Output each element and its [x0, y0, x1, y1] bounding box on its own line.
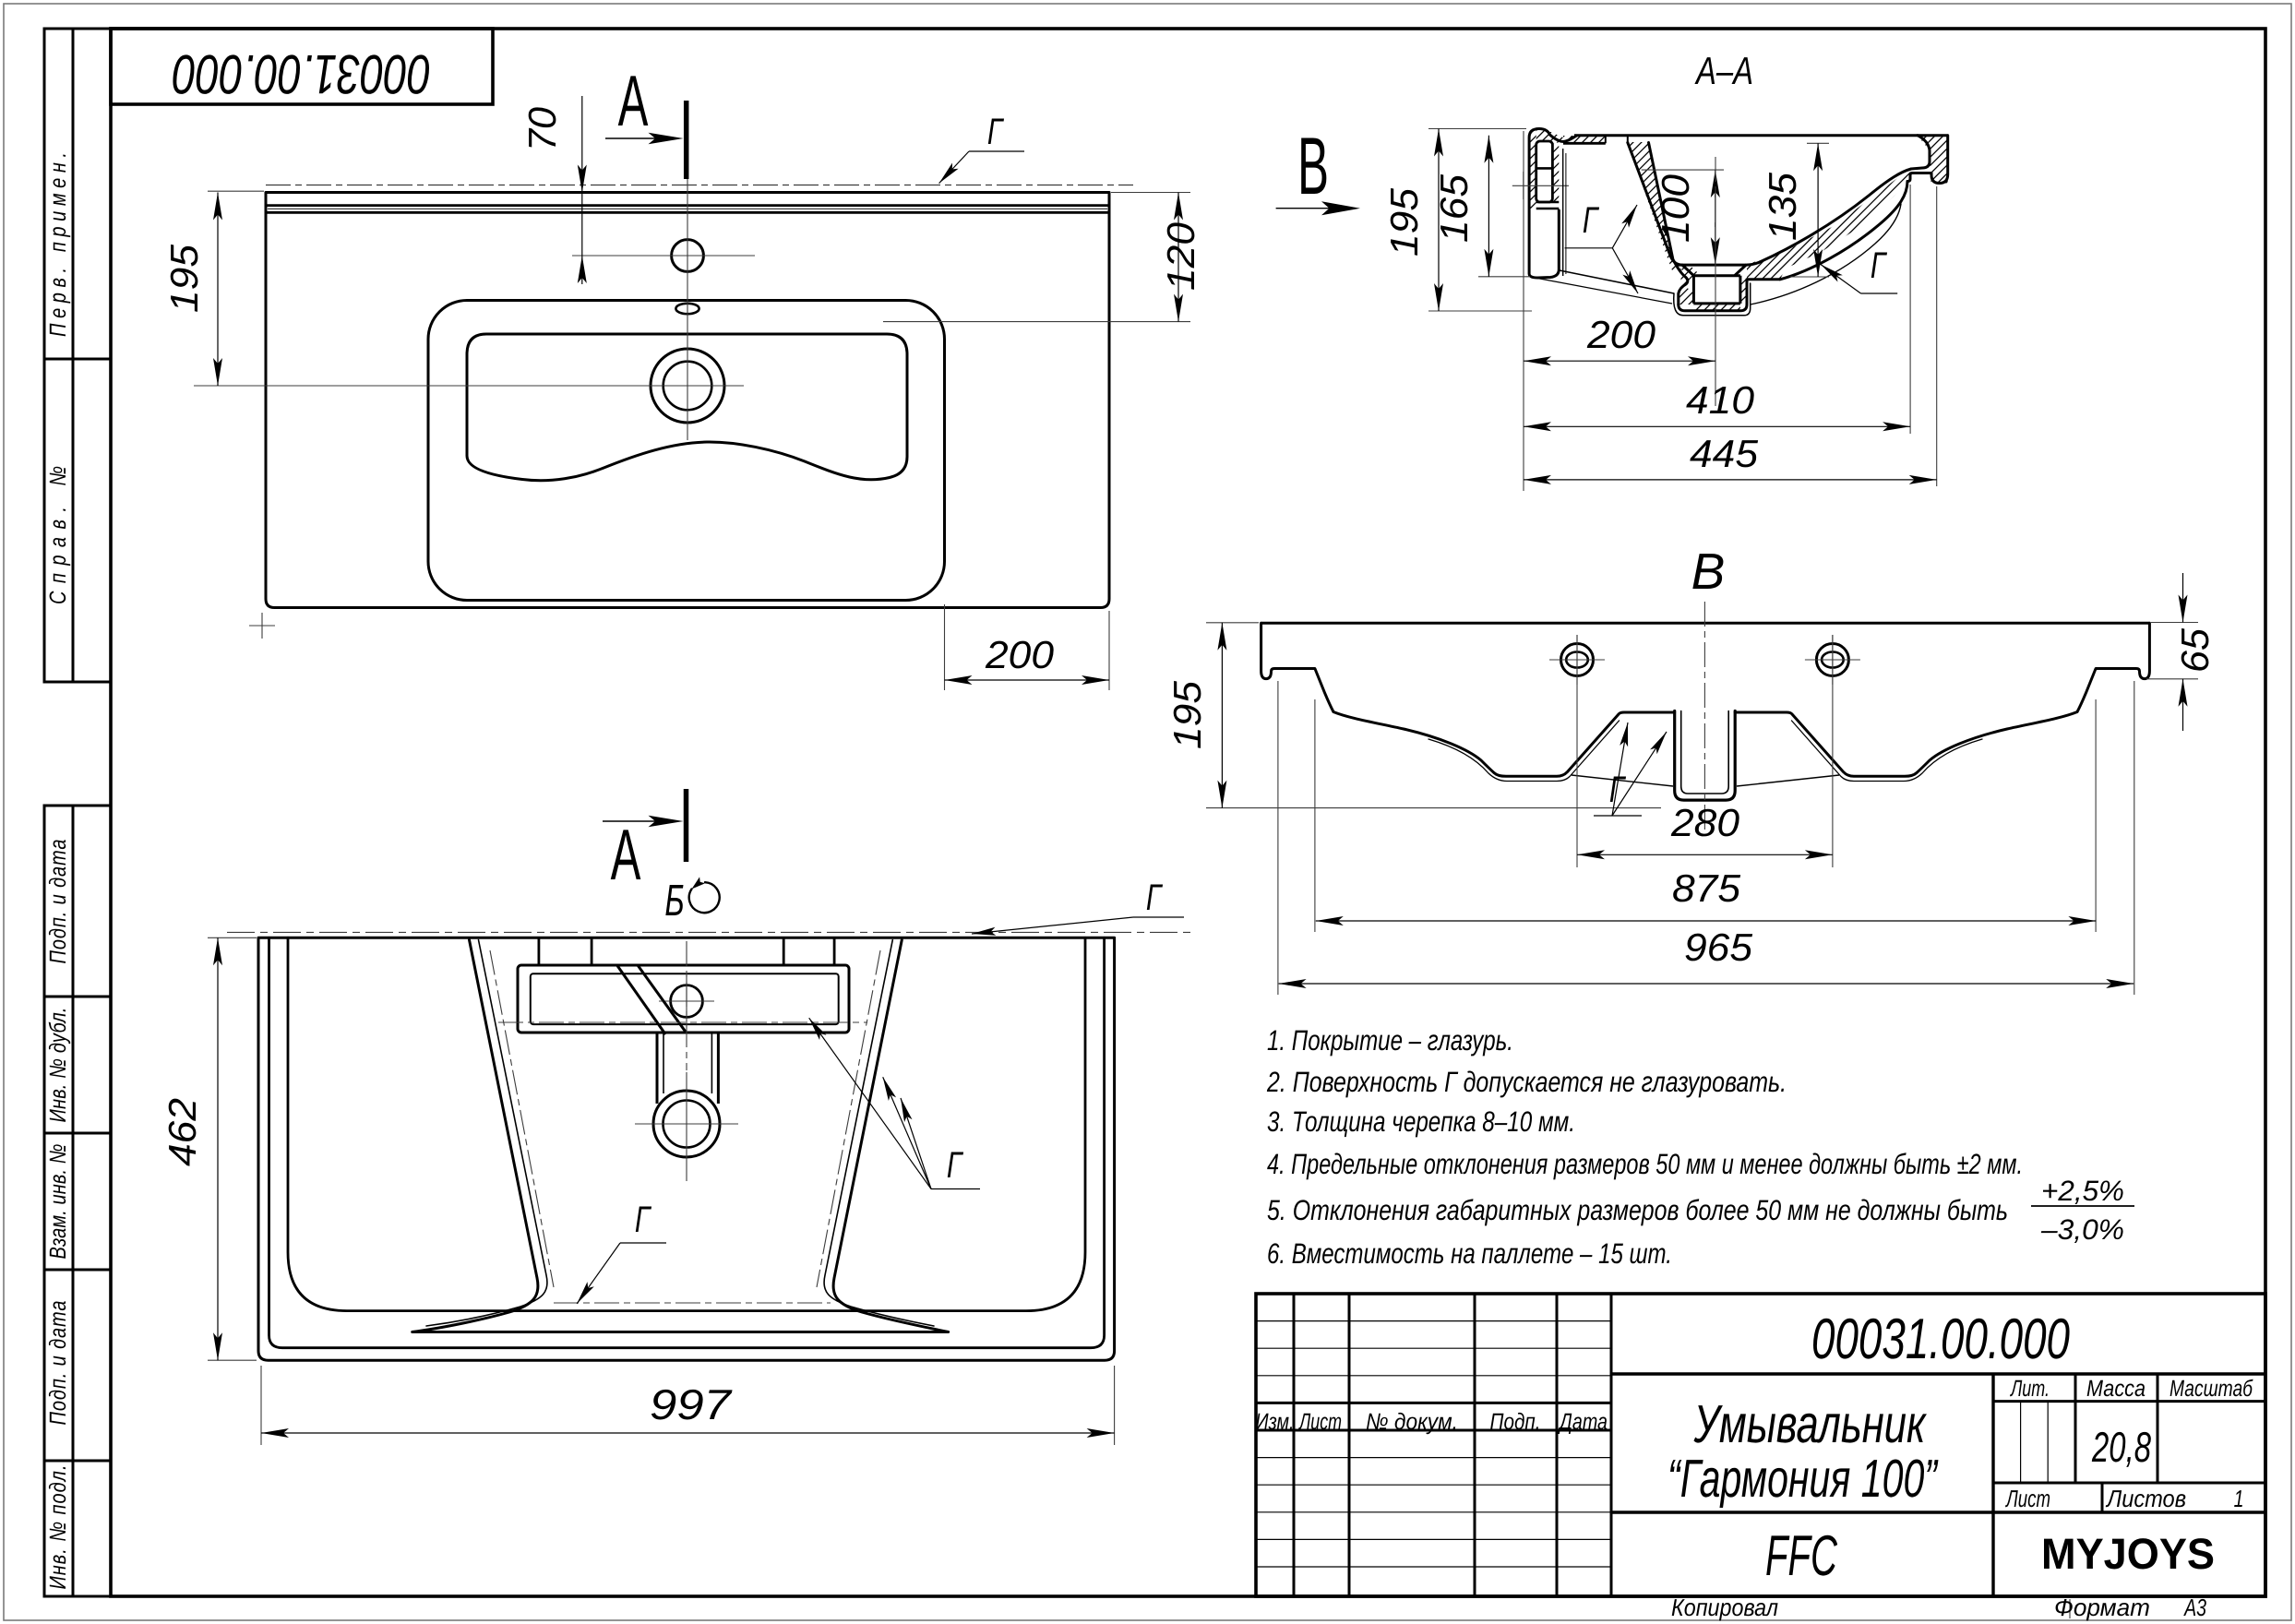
svg-text:120: 120 — [1159, 221, 1202, 291]
svg-text:Инв. № подл.: Инв. № подл. — [45, 1464, 71, 1589]
svg-text:Г: Г — [1146, 878, 1164, 918]
svg-text:997: 997 — [650, 1380, 733, 1428]
svg-text:280: 280 — [1670, 801, 1740, 844]
svg-text:Г: Г — [1609, 770, 1627, 810]
svg-text:Дата: Дата — [1558, 1409, 1608, 1435]
svg-text:Лист: Лист — [1298, 1409, 1342, 1435]
svg-text:200: 200 — [1586, 313, 1656, 356]
svg-text:65: 65 — [2173, 627, 2217, 673]
svg-text:445: 445 — [1690, 432, 1759, 475]
svg-text:–3,0%: –3,0% — [2040, 1213, 2124, 1246]
svg-text:1: 1 — [2234, 1485, 2244, 1512]
svg-text:200: 200 — [985, 633, 1055, 676]
svg-text:100: 100 — [1654, 173, 1697, 243]
svg-text:195: 195 — [1382, 187, 1426, 257]
svg-text:Изм.: Изм. — [1256, 1409, 1295, 1435]
svg-text:+2,5%: +2,5% — [2041, 1175, 2124, 1207]
svg-text:В: В — [1297, 120, 1329, 211]
svg-text:Масштаб: Масштаб — [2169, 1376, 2253, 1402]
svg-text:Листов: Листов — [2105, 1485, 2186, 1512]
svg-text:А3: А3 — [2183, 1594, 2207, 1621]
svg-text:FFC: FFC — [1765, 1524, 1838, 1588]
svg-text:Копировал: Копировал — [1671, 1594, 1778, 1621]
svg-text:“Гармония 100”: “Гармония 100” — [1667, 1449, 1939, 1509]
svg-text:Г: Г — [987, 112, 1005, 152]
svg-text:4. Предельные отклонения разм: 4. Предельные отклонения размеров 50 мм … — [1267, 1148, 2023, 1180]
svg-text:Взам. инв. №: Взам. инв. № — [45, 1144, 71, 1260]
svg-text:А–А: А–А — [1694, 49, 1753, 92]
svg-text:00031.00.000: 00031.00.000 — [173, 43, 431, 105]
svg-text:Формат: Формат — [2054, 1594, 2150, 1621]
svg-text:Лист: Лист — [2005, 1485, 2050, 1512]
svg-text:965: 965 — [1684, 925, 1753, 969]
svg-text:20,8: 20,8 — [2091, 1423, 2151, 1471]
svg-text:Г: Г — [1871, 245, 1888, 286]
svg-text:5. Отклонения габаритных разм: 5. Отклонения габаритных размеров более … — [1267, 1194, 2008, 1226]
svg-text:А: А — [611, 814, 641, 895]
svg-text:410: 410 — [1686, 378, 1755, 422]
svg-text:Лит.: Лит. — [2010, 1376, 2050, 1402]
svg-text:462: 462 — [161, 1098, 204, 1166]
svg-text:Инв. № дубл.: Инв. № дубл. — [45, 1008, 71, 1123]
svg-text:Перв. примен.: Перв. примен. — [45, 152, 71, 337]
svg-text:Умывальник: Умывальник — [1693, 1394, 1928, 1454]
svg-text:Подп. и дата: Подп. и дата — [45, 1300, 71, 1425]
svg-text:165: 165 — [1432, 173, 1476, 243]
svg-text:Б: Б — [664, 877, 684, 925]
svg-text:195: 195 — [162, 244, 206, 313]
svg-text:Г: Г — [635, 1200, 652, 1240]
svg-text:Г: Г — [947, 1145, 964, 1186]
svg-text:00031.00.000: 00031.00.000 — [1811, 1308, 2070, 1371]
svg-text:195: 195 — [1165, 680, 1209, 749]
svg-text:3. Толщина черепка 8–10 мм.: 3. Толщина черепка 8–10 мм. — [1267, 1105, 1575, 1138]
svg-text:Масса: Масса — [2086, 1376, 2146, 1402]
svg-text:MYJOYS: MYJOYS — [2041, 1529, 2215, 1578]
svg-text:№ докум.: № докум. — [1366, 1409, 1458, 1435]
svg-text:1. Покрытие – глазурь.: 1. Покрытие – глазурь. — [1267, 1024, 1513, 1057]
svg-text:А: А — [618, 60, 649, 141]
svg-text:70: 70 — [520, 106, 564, 151]
svg-text:135: 135 — [1761, 172, 1804, 241]
svg-text:Подп.: Подп. — [1490, 1409, 1541, 1435]
svg-text:875: 875 — [1672, 866, 1741, 910]
svg-text:В: В — [1691, 543, 1726, 600]
svg-text:Подп. и дата: Подп. и дата — [45, 839, 71, 963]
svg-text:6. Вместимость на паллете –: 6. Вместимость на паллете – 15 шт. — [1267, 1237, 1672, 1270]
svg-text:2. Поверхность Г допускается н: 2. Поверхность Г допускается не глазуров… — [1266, 1066, 1787, 1098]
svg-text:Г: Г — [1583, 200, 1600, 241]
